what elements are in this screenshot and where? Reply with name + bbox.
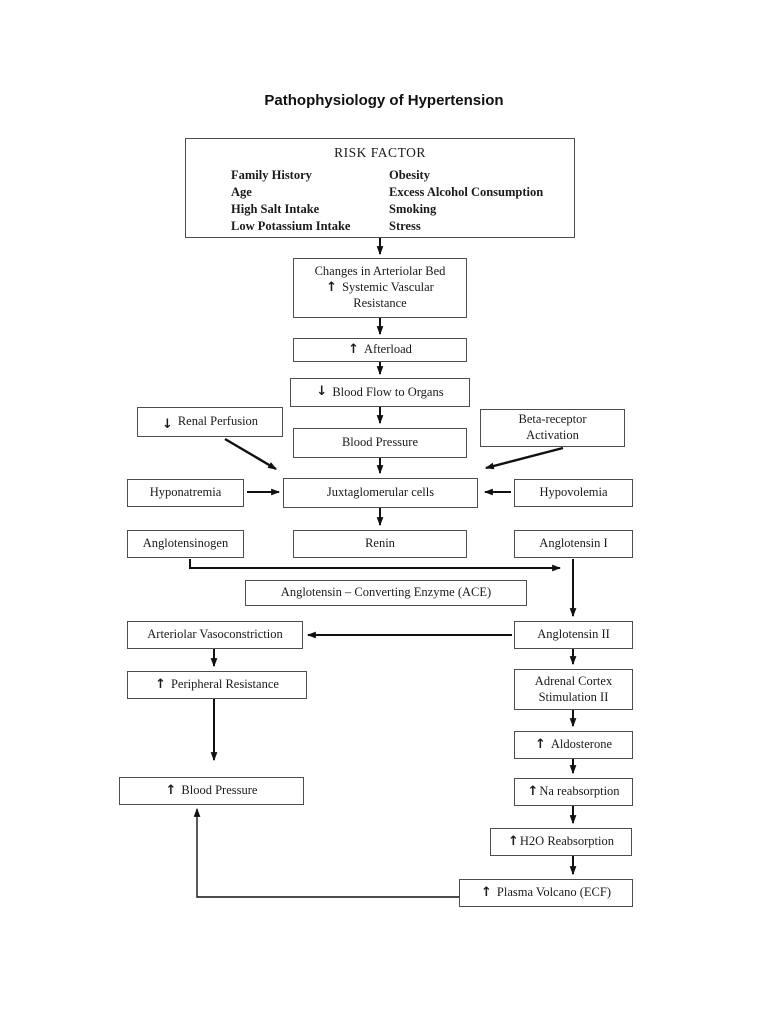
risk-factor-header: RISK FACTOR	[334, 145, 426, 160]
node-label: Hyponatremia	[149, 485, 222, 500]
node-label: Beta-receptor	[518, 412, 587, 427]
connector-renalperfusion-to-juxtaglomerular	[224, 437, 277, 471]
connector-angiotensinogen-to-angiotensin1-path	[189, 559, 562, 572]
node-label: Anglotensin I	[539, 536, 608, 551]
node-angiotensin-ii: Anglotensin II	[514, 621, 633, 649]
node-label: Anglotensinogen	[142, 536, 229, 551]
node-na-reabsorption: ↑ Na reabsorption	[514, 778, 633, 806]
node-hyponatremia: Hyponatremia	[127, 479, 244, 507]
node-renal-perfusion: ↓ Renal Perfusion	[137, 407, 283, 437]
node-angiotensin-i: Anglotensin I	[514, 530, 633, 558]
node-label: Aldosterone	[550, 737, 612, 752]
connector-betareceptor-to-juxtaglomerular	[484, 446, 564, 470]
risk-factor-box: RISK FACTOR Family History Age High Salt…	[185, 138, 575, 238]
risk-item: Obesity	[389, 168, 430, 182]
node-arteriolar-vasoconstriction: Arteriolar Vasoconstriction	[127, 621, 303, 649]
risk-item: Excess Alcohol Consumption	[389, 185, 544, 199]
node-juxtaglomerular-cells: Juxtaglomerular cells	[283, 478, 478, 508]
node-label: Plasma Volcano (ECF)	[496, 885, 612, 900]
up-arrow-icon: ↑	[534, 736, 546, 752]
risk-factor-right-column: Obesity Excess Alcohol Consumption Smoki…	[389, 167, 543, 235]
node-label: Afterload	[364, 342, 412, 357]
node-aldosterone: ↑ Aldosterone	[514, 731, 633, 759]
node-renin: Renin	[293, 530, 467, 558]
up-arrow-icon: ↑	[527, 783, 539, 799]
node-peripheral-resistance: ↑ Peripheral Resistance	[127, 671, 307, 699]
up-arrow-icon: ↑	[508, 833, 519, 849]
down-arrow-icon: ↓	[161, 416, 173, 432]
node-label: Peripheral Resistance	[170, 677, 279, 692]
node-label: Juxtaglomerular cells	[326, 485, 435, 500]
up-arrow-icon: ↑	[348, 341, 359, 357]
node-label: Changes in Arteriolar Bed	[314, 264, 446, 279]
node-plasma-volume-ecf: ↑ Plasma Volcano (ECF)	[459, 879, 633, 907]
up-arrow-icon: ↑	[165, 782, 177, 798]
node-beta-receptor-activation: Beta-receptor Activation	[480, 409, 625, 447]
node-label: Renal Perfusion	[177, 414, 259, 429]
node-adrenal-cortex-stimulation: Adrenal Cortex Stimulation II	[514, 669, 633, 710]
node-blood-pressure-mid: Blood Pressure	[293, 428, 467, 458]
node-label: Resistance	[353, 296, 407, 311]
node-label: Blood Pressure	[341, 435, 419, 450]
risk-item: Family History	[231, 168, 312, 182]
up-arrow-icon: ↑	[326, 279, 338, 295]
node-changes-arteriolar-bed: Changes in Arteriolar Bed ↑ Systemic Vasc…	[293, 258, 467, 318]
node-label: Anglotensin II	[537, 627, 610, 642]
node-angiotensinogen: Anglotensinogen	[127, 530, 244, 558]
node-label: Stimulation II	[538, 689, 609, 704]
up-arrow-icon: ↑	[480, 884, 492, 900]
node-label: Arteriolar Vasoconstriction	[147, 627, 283, 642]
node-label: Adrenal Cortex	[534, 673, 613, 688]
node-label: Renin	[365, 536, 395, 551]
page-title: Pathophysiology of Hypertension	[264, 92, 504, 109]
risk-item: Stress	[389, 219, 421, 233]
node-label: Blood Flow to Organs	[332, 384, 444, 399]
node-label: Anglotensin – Converting Enzyme (ACE)	[280, 585, 492, 600]
risk-item: Age	[231, 185, 252, 199]
node-ace: Anglotensin – Converting Enzyme (ACE)	[245, 580, 527, 606]
node-label: Activation	[526, 428, 579, 442]
node-label: Hypovolemia	[539, 485, 608, 500]
risk-item: Low Potassium Intake	[231, 219, 351, 233]
node-hypovolemia: Hypovolemia	[514, 479, 633, 507]
node-label: H2O Reabsorption	[519, 834, 614, 849]
risk-item: Smoking	[389, 202, 437, 216]
node-label: Blood Pressure	[181, 783, 258, 798]
node-blood-flow-to-organs: ↓ Blood Flow to Organs	[290, 378, 470, 407]
connector-plasmavolume-to-bloodpressure-feedback	[193, 807, 459, 898]
node-h2o-reabsorption: ↑ H2O Reabsorption	[490, 828, 632, 856]
down-arrow-icon: ↓	[316, 384, 328, 400]
node-label: Systemic Vascular	[342, 279, 434, 294]
risk-factor-left-column: Family History Age High Salt Intake Low …	[231, 167, 386, 235]
up-arrow-icon: ↑	[155, 676, 166, 692]
node-label: Na reabsorption	[539, 784, 620, 799]
node-afterload: ↑ Afterload	[293, 338, 467, 362]
risk-item: High Salt Intake	[231, 202, 320, 216]
node-blood-pressure-outcome: ↑ Blood Pressure	[119, 777, 304, 805]
